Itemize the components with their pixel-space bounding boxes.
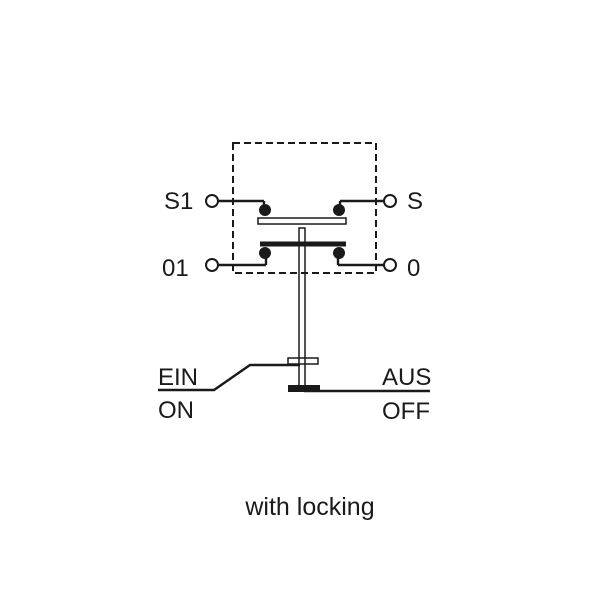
upper-contact-pair [218,199,384,225]
terminal-s[interactable] [383,194,397,208]
label-off: OFF [382,398,430,425]
off-stop [288,385,320,392]
contact-dot [259,204,271,216]
terminal-01[interactable] [205,258,219,272]
label-0: 0 [407,255,420,282]
actuator-plunger [287,227,320,392]
label-ein: EIN [158,364,198,391]
label-01: 01 [162,255,189,282]
open-contact-bridge [257,217,347,225]
contact-dot [259,247,271,259]
label-on: ON [158,397,194,424]
terminal-0[interactable] [383,258,397,272]
label-aus: AUS [382,364,431,391]
lower-contact-pair [218,241,384,267]
contact-dot [333,204,345,216]
locking-collar [287,357,319,365]
label-s: S [407,188,423,215]
terminal-s1[interactable] [205,194,219,208]
label-s1: S1 [164,188,193,215]
contact-dot [333,247,345,259]
caption: with locking [244,493,374,521]
on-position-line [158,363,300,392]
